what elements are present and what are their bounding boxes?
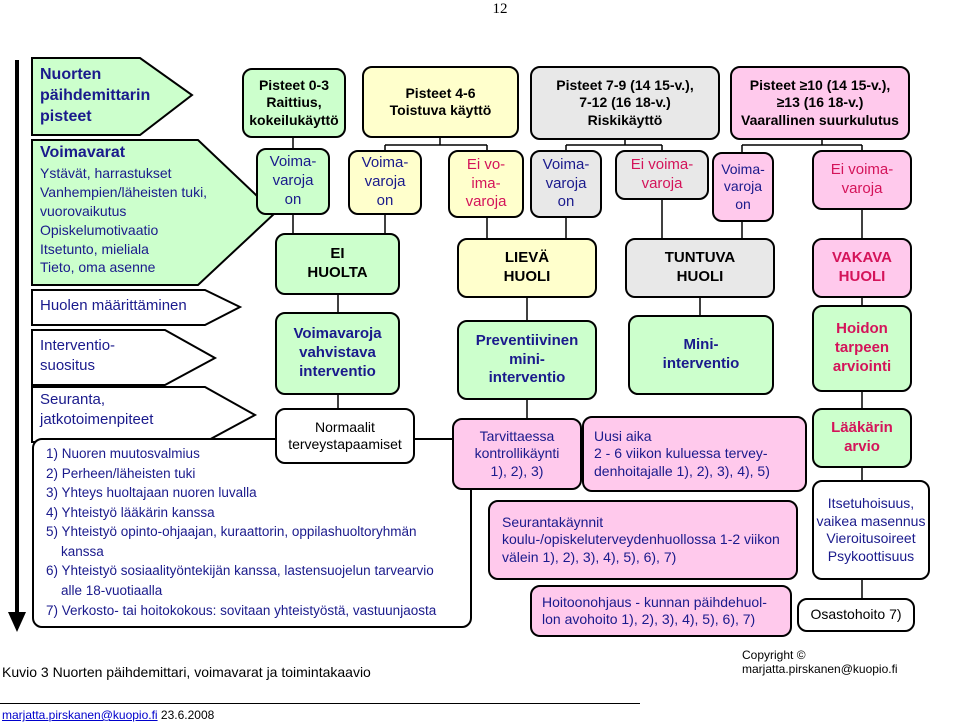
intervention-mini: Mini- interventio	[628, 315, 774, 395]
followup-label: Seuranta, jatkotoimenpiteet	[40, 391, 154, 428]
numbered-list: 1) Nuoren muutosvalmius 2) Perheen/lähei…	[46, 444, 436, 620]
resources-heading: Voimavarat	[40, 144, 126, 161]
followup-risk-factors: Itsetuhoisuus, vaikea masennus Vieroitus…	[812, 480, 930, 580]
figure-caption: Kuvio 3 Nuorten päihdemittari, voimavara…	[2, 664, 371, 680]
header-score-4-6: Pisteet 4-6 Toistuva käyttö	[362, 66, 519, 138]
resources-pentagon-shape	[31, 139, 277, 286]
concern-serious: VAKAVA HUOLI	[812, 238, 912, 298]
footer: marjatta.pirskanen@kuopio.fi 23.6.2008	[2, 708, 214, 722]
concern-none: EI HUOLTA	[275, 233, 400, 295]
list-item: 6) Yhteistyö sosiaalityöntekijän kanssa,…	[46, 563, 434, 598]
header-score-4-6-text: Pisteet 4-6 Toistuva käyttö	[389, 84, 492, 119]
header-score-0-3: Pisteet 0-3 Raittius, kokeilukäyttö	[242, 68, 346, 138]
list-item: 4) Yhteistyö lääkärin kanssa	[46, 504, 215, 520]
resources-text: Ystävät, harrastukset Vanhempien/läheist…	[40, 165, 208, 276]
header-score-7-9: Pisteet 7-9 (14 15-v.), 7-12 (16 18-v.) …	[530, 66, 720, 140]
followup-normal: Normaalit terveystapaamiset	[275, 408, 415, 464]
followup-control: Tarvittaessa kontrollikäynti 1), 2), 3)	[452, 418, 582, 490]
c2-resources-no: Ei vo- ima- varoja	[448, 150, 524, 218]
c2-resources-yes: Voima- varoja on	[348, 150, 422, 215]
list-item: 3) Yhteys huoltajaan nuoren luvalla	[46, 485, 257, 501]
list-item: 5) Yhteistyö opinto-ohjaajan, kuraattori…	[46, 524, 417, 559]
footer-rule	[0, 703, 640, 704]
title-pentagon-shape	[31, 57, 194, 136]
intervention-assessment: Hoidon tarpeen arviointi	[812, 305, 912, 392]
c6-resources-yes: Voima- varoja on	[712, 152, 774, 222]
concern-pentagon-shape	[31, 289, 243, 326]
c1-resources-yes: Voima- varoja on	[256, 148, 330, 215]
concern-label: Huolen määrittäminen	[40, 297, 187, 314]
scale-title: Nuorten päihdemittarin pisteet	[40, 66, 151, 125]
followup-treatment: Hoitoonohjaus - kunnan päihdehuol- lon a…	[530, 585, 792, 637]
followup-inpatient: Osastohoito 7)	[797, 598, 915, 632]
intervention-preventive: Preventiivinen mini- interventio	[457, 320, 597, 400]
footer-date: 23.6.2008	[157, 708, 215, 722]
followup-monitoring: Seurantakäynnit koulu-/opiskeluterveyden…	[488, 500, 798, 580]
intervention-supportive: Voimavaroja vahvistava interventio	[275, 312, 400, 395]
numbered-list-box	[32, 438, 472, 628]
c4-resources-yes: Voima- varoja on	[530, 150, 602, 218]
c4-resources-no: Ei voima- varoja	[615, 150, 709, 200]
vertical-flow-arrow-head	[8, 612, 26, 632]
followup-pentagon-shape	[31, 386, 258, 443]
list-item: 7) Verkosto- tai hoitokokous: sovitaan y…	[46, 602, 437, 618]
header-score-10: Pisteet ≥10 (14 15-v.), ≥13 (16 18-v.) V…	[730, 66, 910, 140]
footer-email-link[interactable]: marjatta.pirskanen@kuopio.fi	[2, 708, 158, 722]
page-number: 12	[492, 1, 508, 17]
intervention-pentagon-shape	[31, 329, 218, 386]
list-item: 2) Perheen/läheisten tuki	[46, 465, 196, 481]
concern-notable: TUNTUVA HUOLI	[625, 238, 775, 298]
c6-resources-no: Ei voima- varoja	[812, 150, 912, 210]
followup-doctor: Lääkärin arvio	[812, 408, 912, 468]
list-item: 1) Nuoren muutosvalmius	[46, 446, 200, 461]
copyright-text: Copyright © marjatta.pirskanen@kuopio.fi	[742, 648, 898, 676]
intervention-label: Interventio- suositus	[40, 337, 116, 374]
concern-mild: LIEVÄ HUOLI	[457, 238, 597, 298]
followup-new-appointment: Uusi aika 2 - 6 viikon kuluessa tervey- …	[582, 416, 807, 492]
